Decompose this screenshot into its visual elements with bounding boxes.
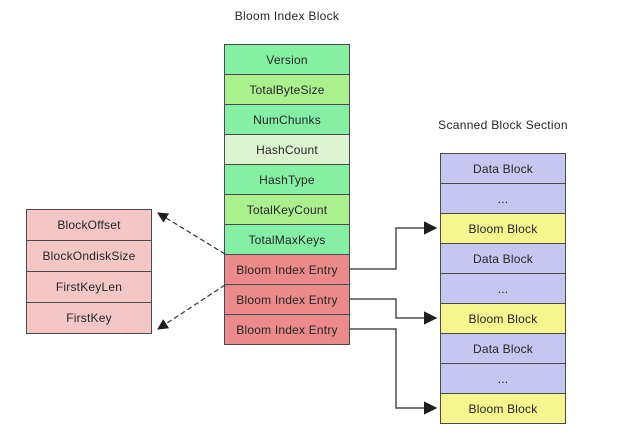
index-row-hashtype: HashType bbox=[224, 164, 350, 195]
scan-row-data-block-1: Data Block bbox=[440, 153, 566, 184]
index-row-bloom-index-entry-1: Bloom Index Entry bbox=[224, 254, 350, 285]
scan-row-data-block-3: Data Block bbox=[440, 333, 566, 364]
scanned-block-section-title: Scanned Block Section bbox=[438, 118, 568, 132]
arrow-entry3-to-bloom-block3 bbox=[350, 328, 438, 415]
index-row-bloom-index-entry-2: Bloom Index Entry bbox=[224, 284, 350, 315]
index-row-totalbytesize: TotalByteSize bbox=[224, 74, 350, 105]
index-row-totalmaxkeys: TotalMaxKeys bbox=[224, 224, 350, 255]
dashed-arrow-entry-to-detail-bottom bbox=[157, 284, 226, 330]
bloom-index-block-column: Version TotalByteSize NumChunks HashCoun… bbox=[224, 44, 350, 345]
arrow-entry2-to-bloom-block2 bbox=[350, 298, 438, 325]
scan-row-ellipsis-3: ... bbox=[440, 363, 566, 394]
index-row-bloom-index-entry-3: Bloom Index Entry bbox=[224, 314, 350, 345]
entry-detail-row-firstkey: FirstKey bbox=[26, 302, 152, 334]
scan-row-bloom-block-1: Bloom Block bbox=[440, 213, 566, 244]
bloom-index-block-title: Bloom Index Block bbox=[234, 9, 340, 23]
entry-detail-row-blockoffset: BlockOffset bbox=[26, 209, 152, 241]
index-row-hashcount: HashCount bbox=[224, 134, 350, 165]
entry-detail-row-blockondisksize: BlockOndiskSize bbox=[26, 240, 152, 272]
scan-row-bloom-block-2: Bloom Block bbox=[440, 303, 566, 334]
index-row-numchunks: NumChunks bbox=[224, 104, 350, 135]
scan-row-ellipsis-2: ... bbox=[440, 273, 566, 304]
scan-row-ellipsis-1: ... bbox=[440, 183, 566, 214]
scanned-block-section-column: Data Block ... Bloom Block Data Block ..… bbox=[440, 153, 566, 424]
bloom-index-entry-detail-column: BlockOffset BlockOndiskSize FirstKeyLen … bbox=[26, 209, 152, 334]
index-row-totalkeycount: TotalKeyCount bbox=[224, 194, 350, 225]
arrow-entry1-to-bloom-block1 bbox=[350, 221, 438, 270]
entry-detail-row-firstkeylen: FirstKeyLen bbox=[26, 271, 152, 303]
scan-row-data-block-2: Data Block bbox=[440, 243, 566, 274]
dashed-arrow-entry-to-detail-top bbox=[157, 212, 226, 255]
scan-row-bloom-block-3: Bloom Block bbox=[440, 393, 566, 424]
index-row-version: Version bbox=[224, 44, 350, 75]
